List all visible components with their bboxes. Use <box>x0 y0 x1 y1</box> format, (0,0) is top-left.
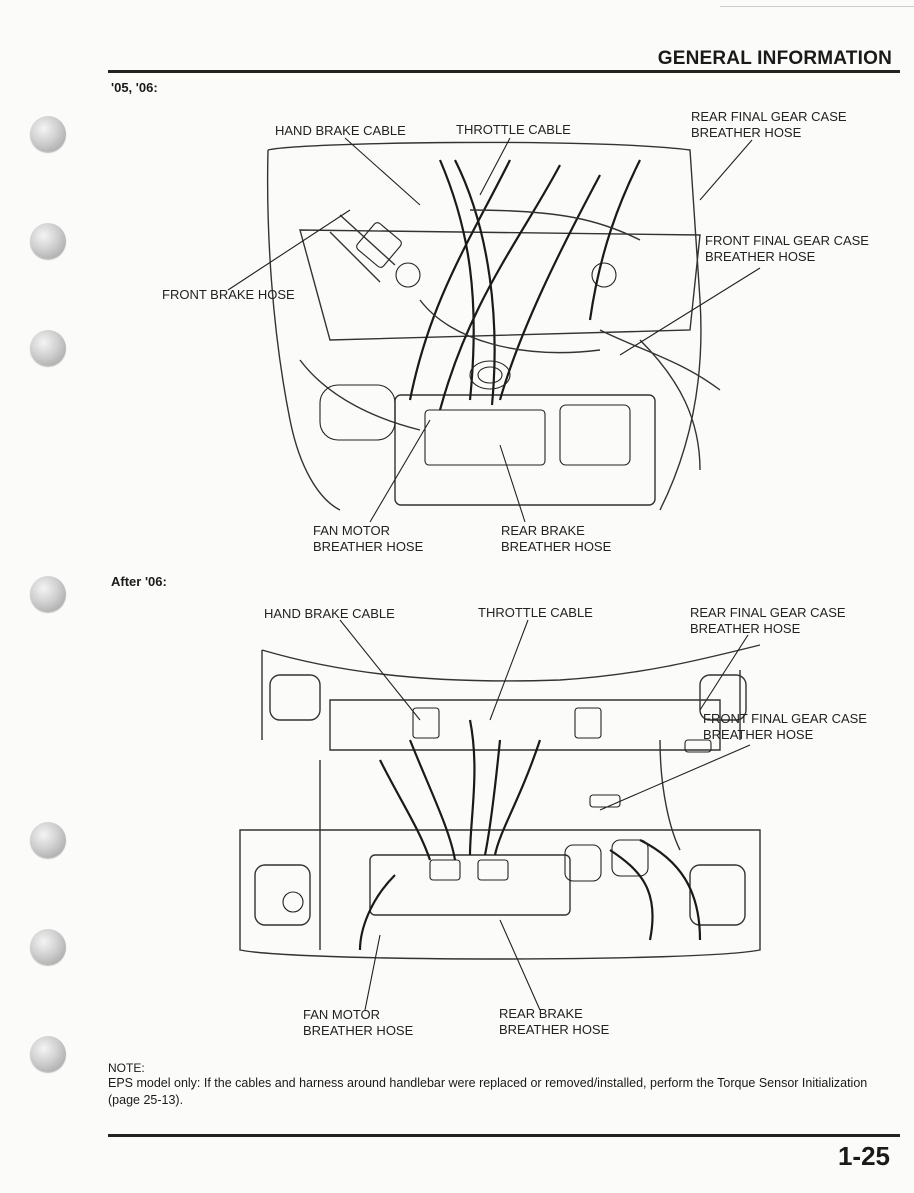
callout-front-brake-hose-05: FRONT BRAKE HOSE <box>162 287 295 302</box>
binder-hole-icon <box>30 223 66 259</box>
callout-rear-brake-05: REAR BRAKE BREATHER HOSE <box>501 523 612 554</box>
page-header-title: GENERAL INFORMATION <box>657 48 892 69</box>
page-number: 1-25 <box>837 1141 890 1171</box>
diagram-05-06 <box>227 137 761 523</box>
leader-lines-05-06 <box>227 137 761 523</box>
callout-fan-motor-after06: FAN MOTOR BREATHER HOSE <box>303 1007 414 1038</box>
callout-front-final-gear-case-05: FRONT FINAL GEAR CASE BREATHER HOSE <box>705 233 869 264</box>
callout-rear-final-gear-case-after06: REAR FINAL GEAR CASE BREATHER HOSE <box>690 605 846 636</box>
callout-throttle-cable-after06: THROTTLE CABLE <box>478 605 593 620</box>
section-label-05-06: '05, '06: <box>111 80 158 95</box>
binder-hole-icon <box>30 116 66 152</box>
section-label-after-06: After '06: <box>111 574 167 589</box>
top-edge-line <box>720 6 914 7</box>
callout-fan-motor-05: FAN MOTOR BREATHER HOSE <box>313 523 424 554</box>
binder-hole-icon <box>30 929 66 965</box>
binder-hole-icon <box>30 822 66 858</box>
diagram-after-06 <box>239 619 761 1011</box>
callout-hand-brake-cable-after06: HAND BRAKE CABLE <box>264 606 395 621</box>
leader-lines-after-06 <box>339 619 751 1011</box>
binder-hole-icon <box>30 576 66 612</box>
callout-rear-final-gear-case-05: REAR FINAL GEAR CASE BREATHER HOSE <box>691 109 847 140</box>
header-rule <box>108 70 900 73</box>
diagram-after-06-drawing <box>239 644 761 960</box>
callout-rear-brake-after06: REAR BRAKE BREATHER HOSE <box>499 1006 610 1037</box>
diagram-05-06-drawing <box>266 141 721 511</box>
binder-hole-icon <box>30 1036 66 1072</box>
callout-front-final-gear-case-after06: FRONT FINAL GEAR CASE BREATHER HOSE <box>703 711 867 742</box>
note-label: NOTE: <box>108 1061 145 1075</box>
callout-throttle-cable-05: THROTTLE CABLE <box>456 122 571 137</box>
note-text: EPS model only: If the cables and harnes… <box>108 1076 868 1107</box>
footer-rule <box>108 1134 900 1137</box>
binder-hole-icon <box>30 330 66 366</box>
callout-hand-brake-cable-05: HAND BRAKE CABLE <box>275 123 406 138</box>
